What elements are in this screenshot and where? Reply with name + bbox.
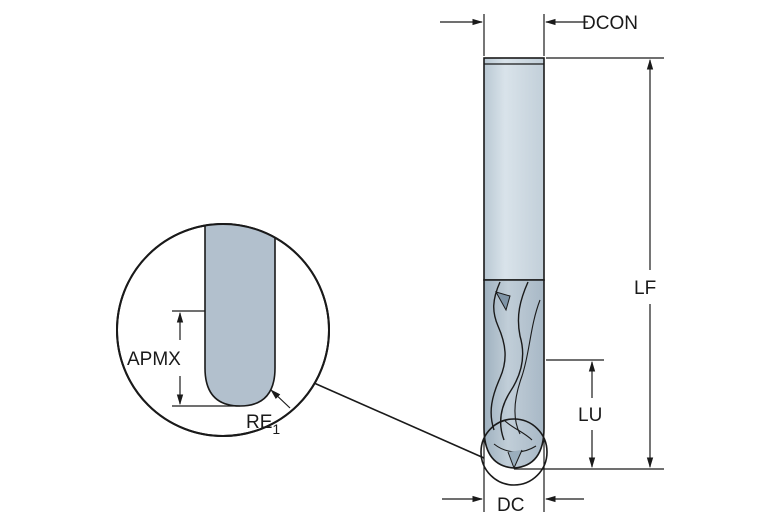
- apmx-dimension: APMX: [127, 310, 240, 407]
- re-label-subscript: 1: [272, 421, 280, 437]
- detail-tool-tip: [204, 224, 276, 407]
- dcon-label: DCON: [582, 13, 638, 34]
- dc-label: DC: [497, 495, 524, 516]
- lu-label: LU: [578, 405, 602, 426]
- tool-shank: [483, 57, 545, 281]
- detail-connector-line: [313, 382, 485, 459]
- tool-fluted-body: [483, 279, 545, 470]
- apmx-label: APMX: [127, 349, 181, 370]
- dcon-dimension: DCON: [440, 13, 638, 56]
- lf-label: LF: [634, 278, 656, 299]
- tip-detail-marker: [480, 418, 548, 486]
- re-label-main: RE: [246, 412, 272, 433]
- lf-dimension: LF: [514, 57, 664, 470]
- dc-dimension: DC: [442, 440, 584, 516]
- re-label: RE1: [246, 412, 280, 437]
- detail-view: [116, 223, 330, 437]
- re-dimension: RE1: [246, 389, 291, 437]
- lu-dimension: LU: [546, 359, 604, 469]
